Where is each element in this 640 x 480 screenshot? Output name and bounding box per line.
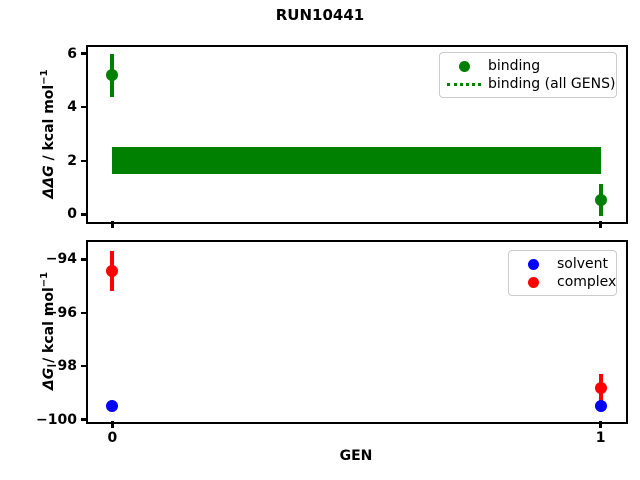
- data-point-solvent: [106, 400, 119, 413]
- dotted-line-icon: [447, 82, 481, 86]
- x-tick: [111, 421, 114, 428]
- legend-dot-icon: [446, 60, 482, 72]
- dot-icon: [527, 276, 539, 288]
- legend-label: binding: [488, 58, 541, 74]
- y-tick: [81, 364, 88, 368]
- data-point-binding: [106, 69, 119, 82]
- y-tick-label: −100: [36, 411, 77, 428]
- y-tick-label: −94: [45, 251, 77, 268]
- x-tick: [111, 221, 114, 228]
- legend-dot-icon: [515, 258, 551, 270]
- legend-label: binding (all GENS): [488, 76, 616, 92]
- legend-dot-icon: [515, 276, 551, 288]
- y-tick-label: −98: [45, 358, 77, 375]
- unit-text: / kcal mol: [40, 84, 57, 166]
- confidence-band-ddg: [112, 147, 601, 175]
- legend-item: solvent: [515, 255, 608, 273]
- legend-item: binding: [446, 57, 608, 75]
- y-tick-label: 2: [67, 152, 77, 169]
- figure-title: RUN10441: [275, 6, 365, 24]
- legend-item: binding (all GENS): [446, 75, 615, 93]
- legend-item: complex: [515, 273, 616, 291]
- data-point-complex: [594, 381, 607, 394]
- x-tick-label: 0: [107, 430, 118, 446]
- unit-superscript: −1: [39, 271, 51, 288]
- g-symbol: G: [40, 165, 57, 177]
- data-point-binding: [594, 193, 607, 206]
- legend-dotted-line-icon: [446, 82, 482, 86]
- delta-delta-g-symbol: ΔΔ: [40, 176, 57, 199]
- legend-ddg: binding binding (all GENS): [439, 52, 617, 98]
- unit-superscript: −1: [39, 69, 51, 85]
- unit-text: / kcal mol: [40, 287, 57, 368]
- y-tick-label: 0: [67, 206, 77, 223]
- top-plot-y-axis-label: ΔΔG / kcal mol−1: [39, 69, 57, 198]
- y-tick: [81, 105, 88, 109]
- legend-label: solvent: [557, 256, 609, 272]
- legend-dg: solvent complex: [508, 250, 617, 296]
- top-plot-frame: [85, 44, 628, 224]
- x-axis-label: GEN: [339, 448, 373, 464]
- bottom-plot-frame: [85, 239, 628, 424]
- legend-label: complex: [557, 274, 617, 290]
- y-tick: [81, 52, 88, 55]
- delta-g-symbol: Δ: [40, 379, 57, 391]
- y-tick-label: 4: [67, 99, 77, 116]
- dot-icon: [527, 258, 539, 270]
- x-tick: [599, 421, 602, 428]
- y-tick: [81, 159, 88, 163]
- dot-icon: [458, 60, 470, 72]
- y-tick: [81, 258, 88, 261]
- y-tick-label: 6: [67, 45, 77, 62]
- data-point-solvent: [594, 400, 607, 413]
- y-tick: [81, 213, 88, 216]
- x-tick-label: 1: [595, 430, 606, 446]
- y-tick: [81, 311, 88, 315]
- y-tick-label: −96: [45, 304, 77, 321]
- x-tick: [599, 221, 602, 228]
- data-point-complex: [106, 265, 119, 278]
- y-tick: [81, 418, 88, 421]
